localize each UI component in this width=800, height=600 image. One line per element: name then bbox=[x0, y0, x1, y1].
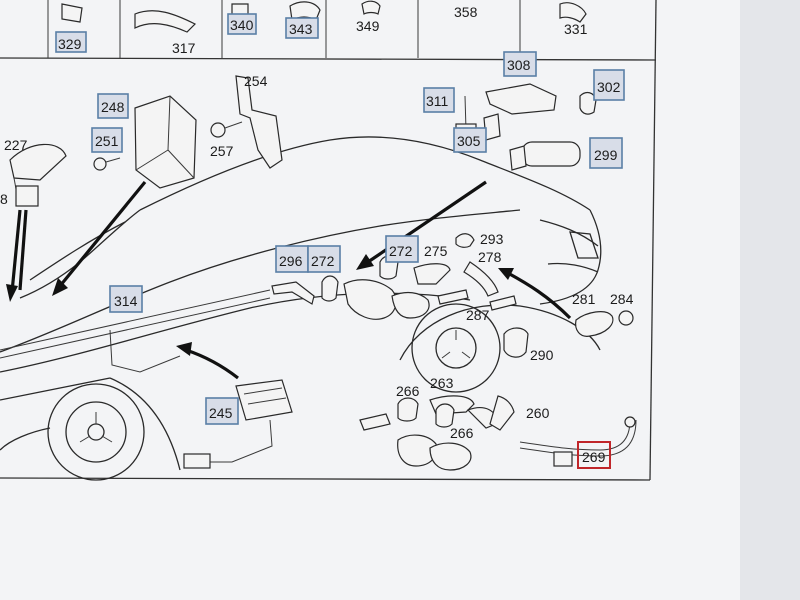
label-311: 311 bbox=[426, 93, 449, 109]
label-308: 308 bbox=[507, 57, 531, 73]
label-275: 275 bbox=[424, 243, 448, 259]
label-293: 293 bbox=[480, 231, 504, 247]
label-302: 302 bbox=[597, 79, 621, 95]
top-strip: 329 317 340 343 349 358 331 bbox=[47, 0, 588, 58]
label-281: 281 bbox=[572, 291, 596, 307]
label-272-left: 272 bbox=[311, 253, 335, 269]
label-263: 263 bbox=[430, 375, 454, 391]
label-296: 296 bbox=[279, 253, 303, 269]
label-boxes bbox=[91, 51, 625, 469]
label-278: 278 bbox=[478, 249, 502, 265]
frame-strip-bottom bbox=[0, 57, 657, 61]
label-248: 248 bbox=[101, 99, 125, 115]
cell-label-331: 331 bbox=[564, 21, 588, 37]
part-labels: 227 8 248 251 257 254 308 302 311 305 29… bbox=[0, 57, 634, 465]
label-227: 227 bbox=[4, 137, 28, 153]
cell-label-358: 358 bbox=[454, 4, 478, 20]
cell-label-340: 340 bbox=[230, 17, 254, 33]
label-290: 290 bbox=[530, 347, 554, 363]
label-314: 314 bbox=[114, 293, 138, 309]
label-8: 8 bbox=[0, 191, 8, 207]
part-sketches bbox=[9, 75, 637, 471]
label-305: 305 bbox=[457, 133, 481, 149]
label-272: 272 bbox=[389, 243, 413, 259]
right-margin bbox=[740, 0, 800, 600]
cell-label-343: 343 bbox=[289, 21, 313, 37]
label-269-highlighted: 269 bbox=[582, 449, 606, 465]
frame-right bbox=[649, 0, 657, 481]
cell-label-349: 349 bbox=[356, 18, 380, 34]
label-260: 260 bbox=[526, 405, 550, 421]
label-284: 284 bbox=[610, 291, 634, 307]
label-266-top: 266 bbox=[396, 383, 420, 399]
label-299: 299 bbox=[594, 147, 618, 163]
label-257: 257 bbox=[210, 143, 234, 159]
label-251: 251 bbox=[95, 133, 119, 149]
label-254: 254 bbox=[244, 73, 268, 89]
cell-label-329: 329 bbox=[58, 36, 82, 52]
label-287: 287 bbox=[466, 307, 490, 323]
label-266-bottom: 266 bbox=[450, 425, 474, 441]
cell-label-317: 317 bbox=[172, 40, 196, 56]
label-245: 245 bbox=[209, 405, 233, 421]
leader-arrows bbox=[6, 180, 572, 380]
